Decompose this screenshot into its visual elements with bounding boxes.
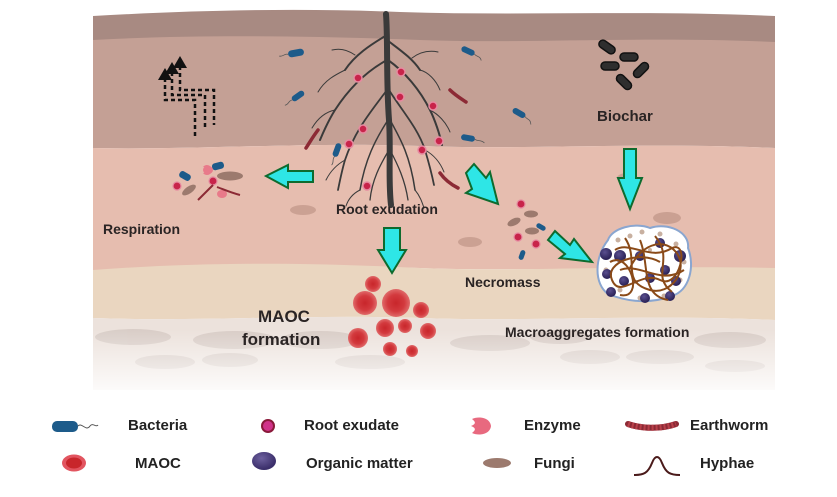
label-root-exudation: Root exudation: [336, 201, 438, 217]
label-respiration: Respiration: [103, 221, 181, 237]
legend-label-hyphae: Hyphae: [700, 455, 755, 472]
legend-label-earthworm: Earthworm: [690, 417, 769, 434]
hyphae-icon: [633, 456, 681, 476]
maoc-cluster: [348, 276, 436, 357]
root-exudates: [344, 67, 444, 191]
legend-label-organic-matter: Organic matter: [306, 455, 413, 472]
earthworms: [304, 88, 468, 190]
biochar-particles: [598, 39, 650, 91]
legend-label-enzyme: Enzyme: [524, 417, 581, 434]
legend-label-root-exudate: Root exudate: [304, 417, 400, 434]
fungi-icon: [483, 458, 511, 468]
legend-label-bacteria: Bacteria: [128, 417, 188, 434]
soil-layer-subsoil: [93, 144, 775, 271]
arrow-to-necromass: [463, 162, 500, 206]
maoc-icon: [62, 454, 86, 472]
respiration-microbe-cluster: [172, 161, 243, 201]
arrow-from-biochar: [616, 148, 644, 212]
flow-arrows: [263, 148, 644, 275]
bacteria-group: [279, 46, 532, 166]
organic-matter-icon: [252, 452, 276, 470]
legend-label-fungi: Fungi: [534, 455, 575, 472]
arrow-to-maoc: [376, 227, 408, 275]
label-maoc: MAOC: [258, 307, 310, 326]
label-biochar: Biochar: [597, 108, 653, 125]
bacteria-icon: [52, 421, 99, 432]
earthworm-icon: [625, 421, 679, 431]
soil-diagram: [88, 9, 780, 400]
label-macroaggregates: Macroaggregates formation: [505, 324, 690, 340]
root-system: [311, 11, 451, 209]
arrow-to-respiration: [263, 163, 314, 190]
respiration-arrowheads: [158, 56, 187, 80]
soil-layer-topsoil: [93, 36, 775, 149]
legend-label-maoc: MAOC: [135, 455, 181, 472]
arrow-to-macroaggregates: [546, 229, 595, 264]
bottom-fade: [88, 330, 780, 400]
label-maoc-formation: formation: [242, 330, 321, 349]
root-exudate-icon: [261, 419, 275, 433]
macroaggregate: [596, 224, 692, 303]
respiration-gas-arrows: [163, 66, 216, 137]
enzyme-icon: [471, 417, 491, 435]
necromass-cluster: [507, 199, 546, 260]
label-necromass: Necromass: [465, 274, 541, 290]
